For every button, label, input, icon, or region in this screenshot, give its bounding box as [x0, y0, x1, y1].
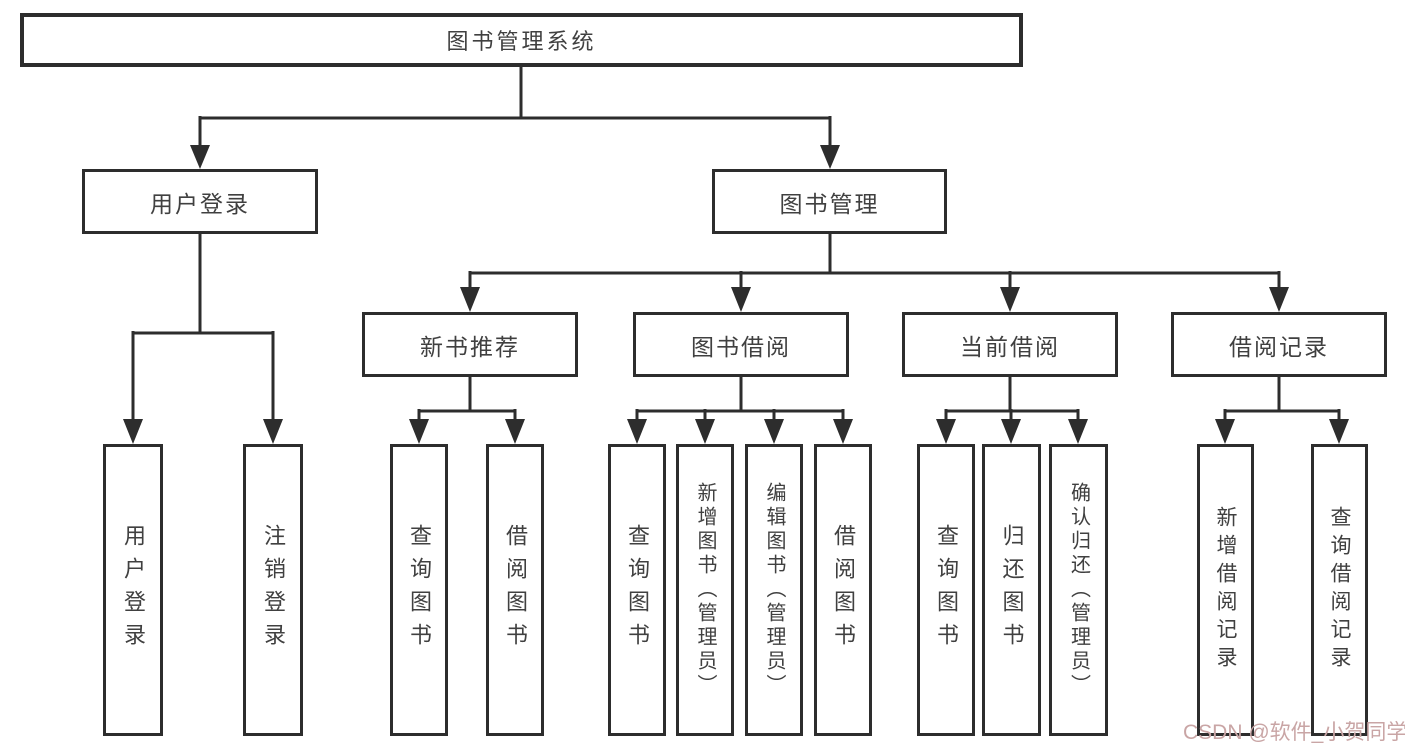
- leaf-bb-add-book-admin-label: 新增图书（管理员）: [694, 482, 716, 698]
- node-borrow-records-label: 借阅记录: [1229, 333, 1329, 360]
- leaf-bb-add-book-admin: 新增图书（管理员）: [676, 444, 734, 736]
- leaf-cb-return-book: 归还图书: [982, 444, 1041, 736]
- leaf-logout-label: 注销登录: [261, 524, 286, 656]
- node-new-book-recommend: 新书推荐: [362, 312, 578, 377]
- leaf-user-login-label: 用户登录: [121, 524, 146, 656]
- leaf-nbr-borrow-book-label: 借阅图书: [503, 524, 528, 656]
- leaf-br-query-record: 查询借阅记录: [1311, 444, 1368, 736]
- leaf-bb-query-books: 查询图书: [608, 444, 666, 736]
- leaf-bb-edit-book-admin-label: 编辑图书（管理员）: [763, 482, 785, 698]
- node-user-login-label: 用户登录: [150, 190, 250, 217]
- leaf-nbr-query-books: 查询图书: [390, 444, 448, 736]
- leaf-cb-confirm-return-admin-label: 确认归还（管理员）: [1067, 482, 1090, 698]
- node-user-login: 用户登录: [82, 169, 318, 234]
- node-current-borrow: 当前借阅: [902, 312, 1118, 377]
- node-book-management-label: 图书管理: [779, 190, 880, 217]
- leaf-br-add-record-label: 新增借阅记录: [1214, 506, 1237, 674]
- node-root: 图书管理系统: [20, 13, 1023, 67]
- node-book-borrow-label: 图书借阅: [691, 333, 791, 360]
- leaf-cb-query-books: 查询图书: [917, 444, 975, 736]
- leaf-bb-edit-book-admin: 编辑图书（管理员）: [745, 444, 803, 736]
- leaf-user-login: 用户登录: [103, 444, 163, 736]
- leaf-br-query-record-label: 查询借阅记录: [1328, 506, 1351, 674]
- leaf-br-add-record: 新增借阅记录: [1197, 444, 1254, 736]
- leaf-bb-borrow-book: 借阅图书: [814, 444, 872, 736]
- leaf-cb-return-book-label: 归还图书: [999, 524, 1025, 656]
- node-book-borrow: 图书借阅: [633, 312, 849, 377]
- leaf-logout: 注销登录: [243, 444, 303, 736]
- node-book-management: 图书管理: [712, 169, 947, 234]
- node-new-book-recommend-label: 新书推荐: [420, 333, 520, 360]
- watermark: CSDN @软件_小贺同学: [1183, 721, 1405, 744]
- node-current-borrow-label: 当前借阅: [960, 333, 1060, 360]
- node-root-label: 图书管理系统: [446, 29, 597, 54]
- leaf-cb-confirm-return-admin: 确认归还（管理员）: [1049, 444, 1108, 736]
- leaf-cb-query-books-label: 查询图书: [934, 524, 959, 656]
- leaf-nbr-borrow-book: 借阅图书: [486, 444, 544, 736]
- leaf-bb-borrow-book-label: 借阅图书: [831, 524, 856, 656]
- leaf-bb-query-books-label: 查询图书: [625, 524, 650, 656]
- leaf-nbr-query-books-label: 查询图书: [407, 524, 432, 656]
- node-borrow-records: 借阅记录: [1171, 312, 1387, 377]
